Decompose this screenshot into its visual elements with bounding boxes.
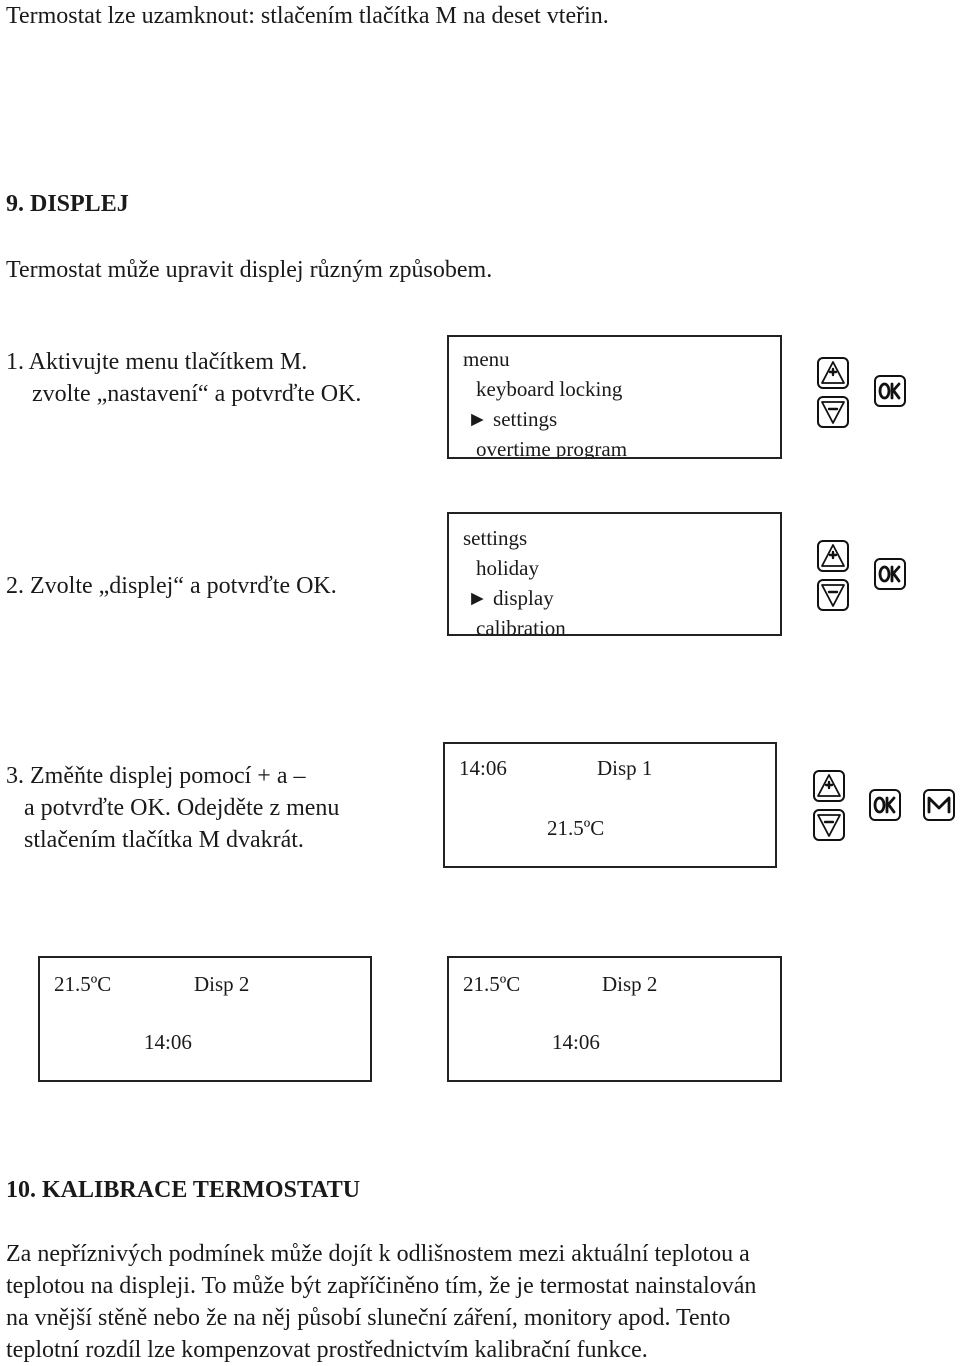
- lcd-time: 14:06: [459, 756, 507, 780]
- calibration-paragraph: Za nepříznivých podmínek může dojít k od…: [6, 1238, 956, 1366]
- minus-key-icon[interactable]: [812, 808, 846, 842]
- lcd-title: settings: [463, 526, 528, 550]
- lcd-mode: Disp 2: [602, 972, 658, 996]
- ok-key-icon[interactable]: [873, 374, 907, 408]
- paragraph-line: teplotní rozdíl lze kompenzovat prostřed…: [6, 1337, 648, 1363]
- lcd-item-selected: ► settings: [467, 407, 558, 431]
- step-3-line-2: a potvrďte OK. Odejděte z menu: [24, 795, 340, 821]
- lcd-time: 14:06: [552, 1030, 600, 1054]
- paragraph-line: Za nepříznivých podmínek může dojít k od…: [6, 1241, 750, 1267]
- lcd-disp2-screen-left: 21.5ºC Disp 2 14:06: [38, 956, 372, 1082]
- lock-note: Termostat lze uzamknout: stlačením tlačí…: [6, 3, 609, 29]
- minus-key-icon[interactable]: [816, 395, 850, 429]
- lcd-item-selected: ► display: [467, 586, 554, 610]
- lcd-time: 14:06: [144, 1030, 192, 1054]
- lcd-item: overtime program: [476, 437, 628, 459]
- lcd-temperature: 21.5ºC: [547, 816, 605, 840]
- section-10-heading: 10. KALIBRACE TERMOSTATU: [6, 1177, 361, 1203]
- minus-key-icon[interactable]: [816, 578, 850, 612]
- paragraph-line: na vnější stěně nebo že na něj působí sl…: [6, 1305, 731, 1331]
- section-9-heading: 9. DISPLEJ: [6, 191, 129, 217]
- lcd-temperature: 21.5ºC: [54, 972, 112, 996]
- plus-key-icon[interactable]: [816, 539, 850, 573]
- lcd-mode: Disp 1: [597, 756, 653, 780]
- ok-key-icon[interactable]: [873, 557, 907, 591]
- lcd-item: holiday: [476, 556, 539, 580]
- m-key-icon[interactable]: [922, 788, 956, 822]
- lcd-settings-screen: settings holiday ► display calibration: [447, 512, 782, 636]
- paragraph-line: teplotou na displeji. To může být zapříč…: [6, 1273, 757, 1299]
- lcd-mode: Disp 2: [194, 972, 250, 996]
- step-1-line-2: zvolte „nastavení“ a potvrďte OK.: [32, 381, 362, 407]
- section-9-intro: Termostat může upravit displej různým zp…: [6, 257, 493, 283]
- lcd-disp1-screen: 14:06 Disp 1 21.5ºC: [443, 742, 777, 868]
- lcd-temperature: 21.5ºC: [463, 972, 521, 996]
- step-2-text: 2. Zvolte „displej“ a potvrďte OK.: [6, 573, 337, 599]
- ok-key-icon[interactable]: [868, 788, 902, 822]
- plus-key-icon[interactable]: [816, 356, 850, 390]
- lcd-item: calibration: [476, 616, 566, 636]
- step-3-line-1: 3. Změňte displej pomocí + a –: [6, 763, 306, 789]
- lcd-menu-screen: menu keyboard locking ► settings overtim…: [447, 335, 782, 459]
- lcd-disp2-screen-right: 21.5ºC Disp 2 14:06: [447, 956, 782, 1082]
- lcd-item: keyboard locking: [476, 377, 623, 401]
- lcd-title: menu: [463, 347, 510, 371]
- step-3-line-3: stlačením tlačítka M dvakrát.: [24, 827, 304, 853]
- plus-key-icon[interactable]: [812, 769, 846, 803]
- step-1-line-1: 1. Aktivujte menu tlačítkem M.: [6, 349, 308, 375]
